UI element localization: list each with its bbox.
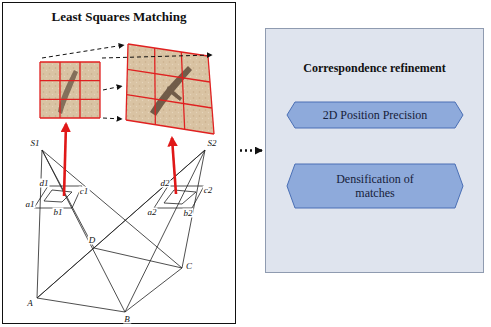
dotted-arrow: [240, 149, 262, 152]
point-label: d1: [39, 179, 50, 188]
point-label: S1: [30, 139, 41, 148]
projection-arrows: [64, 124, 176, 196]
process-hexagon: 2D Position Precision: [286, 101, 464, 129]
patch-grid: [126, 44, 214, 134]
panel-title: Correspondence refinement: [270, 61, 479, 75]
point-label: b2: [183, 209, 194, 218]
point-label: A: [26, 299, 34, 308]
panel-title: Least Squares Matching: [7, 9, 231, 25]
point-label: S2: [207, 139, 218, 148]
process-hexagon: Densification of matches: [286, 163, 464, 209]
point-label: b1: [53, 208, 64, 217]
point-label: C: [185, 262, 193, 271]
point-label: c1: [79, 187, 90, 196]
node-label: Densification of matches: [320, 172, 430, 201]
transform-arrows: [42, 45, 212, 119]
point-label: c2: [203, 186, 214, 195]
image-patch: [40, 62, 100, 118]
patch-grid: [40, 62, 100, 118]
point-label: B: [123, 315, 131, 324]
panel-box: Least Squares Matching: [2, 2, 236, 324]
feature-streak: [58, 70, 78, 114]
point-label: a2: [147, 208, 158, 217]
panel-box: Correspondence refinement 2D Position Pre…: [265, 28, 484, 273]
point-label: a1: [25, 200, 36, 209]
node-label: 2D Position Precision: [323, 108, 428, 122]
warped-patch: [126, 44, 214, 134]
camera-geometry: [34, 150, 205, 312]
point-label: d2: [160, 179, 171, 188]
point-label: D: [88, 236, 97, 245]
